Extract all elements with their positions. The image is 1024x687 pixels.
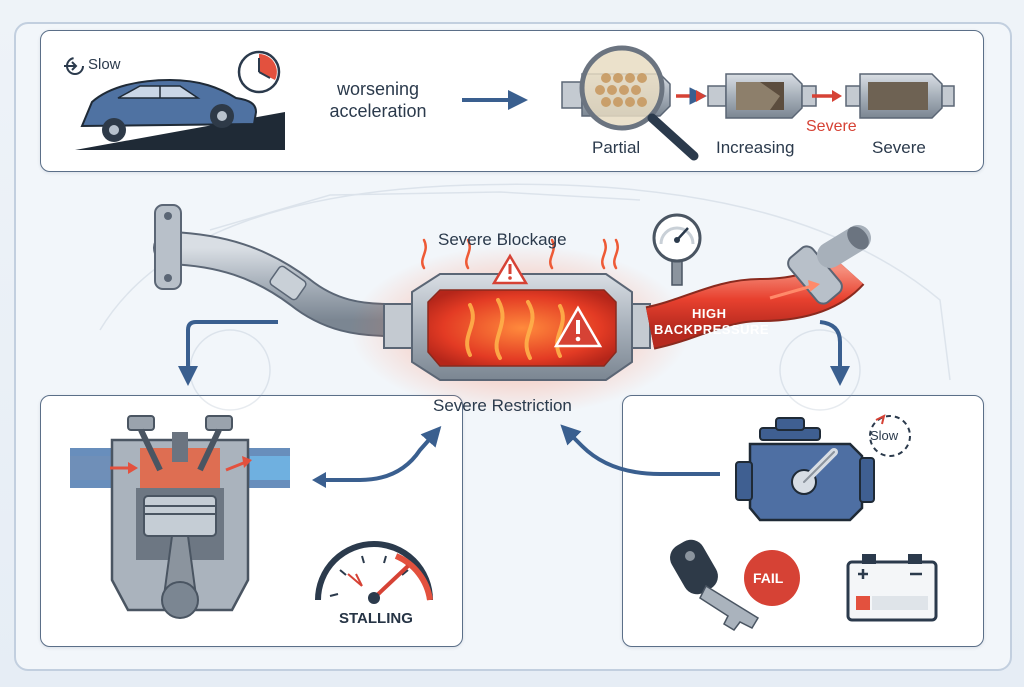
engine-cylinder-panel xyxy=(40,395,463,647)
pressure-gauge-icon xyxy=(652,213,702,286)
slow-loop-icon xyxy=(64,57,84,75)
slow-start-label: Slow xyxy=(870,428,899,443)
heat-waves-icon xyxy=(421,238,619,270)
warning-triangle-icon xyxy=(553,305,603,348)
slow-label: Slow xyxy=(88,56,121,73)
worsening-acceleration-label: worsening acceleration xyxy=(329,79,427,121)
fail-label: FAIL xyxy=(753,570,784,586)
catalytic-converter xyxy=(383,273,651,381)
car-on-incline-icon xyxy=(75,78,285,150)
engine-cylinder-icon xyxy=(70,415,290,619)
backpressure-pipe xyxy=(645,225,871,350)
arrow-to-start-panel xyxy=(819,320,850,386)
severe-blockage-label: Severe Blockage xyxy=(438,230,567,249)
stalling-label: STALLING xyxy=(339,610,413,627)
severe-highlight-label: Severe xyxy=(806,118,857,135)
warning-triangle-small-icon xyxy=(491,253,529,285)
partial-converter-icon xyxy=(561,45,699,161)
inlet-exhaust-pipe xyxy=(153,204,407,337)
severe-restriction-label: Severe Restriction xyxy=(433,396,572,415)
arrow-bidirectional-left xyxy=(318,426,442,482)
high-label: HIGH xyxy=(692,306,727,321)
fail-badge xyxy=(744,550,800,606)
flow-arrow xyxy=(769,284,813,300)
arrow-from-start-panel xyxy=(560,424,720,476)
stage-increasing-label: Increasing xyxy=(716,138,795,157)
battery-icon xyxy=(846,554,938,622)
slow-dashed-circle-icon xyxy=(869,414,911,457)
stalling-gauge-icon xyxy=(315,541,433,604)
stage-partial-label: Partial xyxy=(592,138,641,157)
stage-severe-label: Severe xyxy=(872,138,926,157)
arrow-to-engine-panel xyxy=(178,320,278,386)
increasing-converter-icon xyxy=(707,73,817,119)
engine-block-icon xyxy=(735,417,875,522)
backpressure-label: BACKPRESSURE xyxy=(654,322,770,337)
clock-icon xyxy=(237,50,281,94)
severe-converter-icon xyxy=(845,73,955,119)
car-key-icon xyxy=(670,539,760,631)
